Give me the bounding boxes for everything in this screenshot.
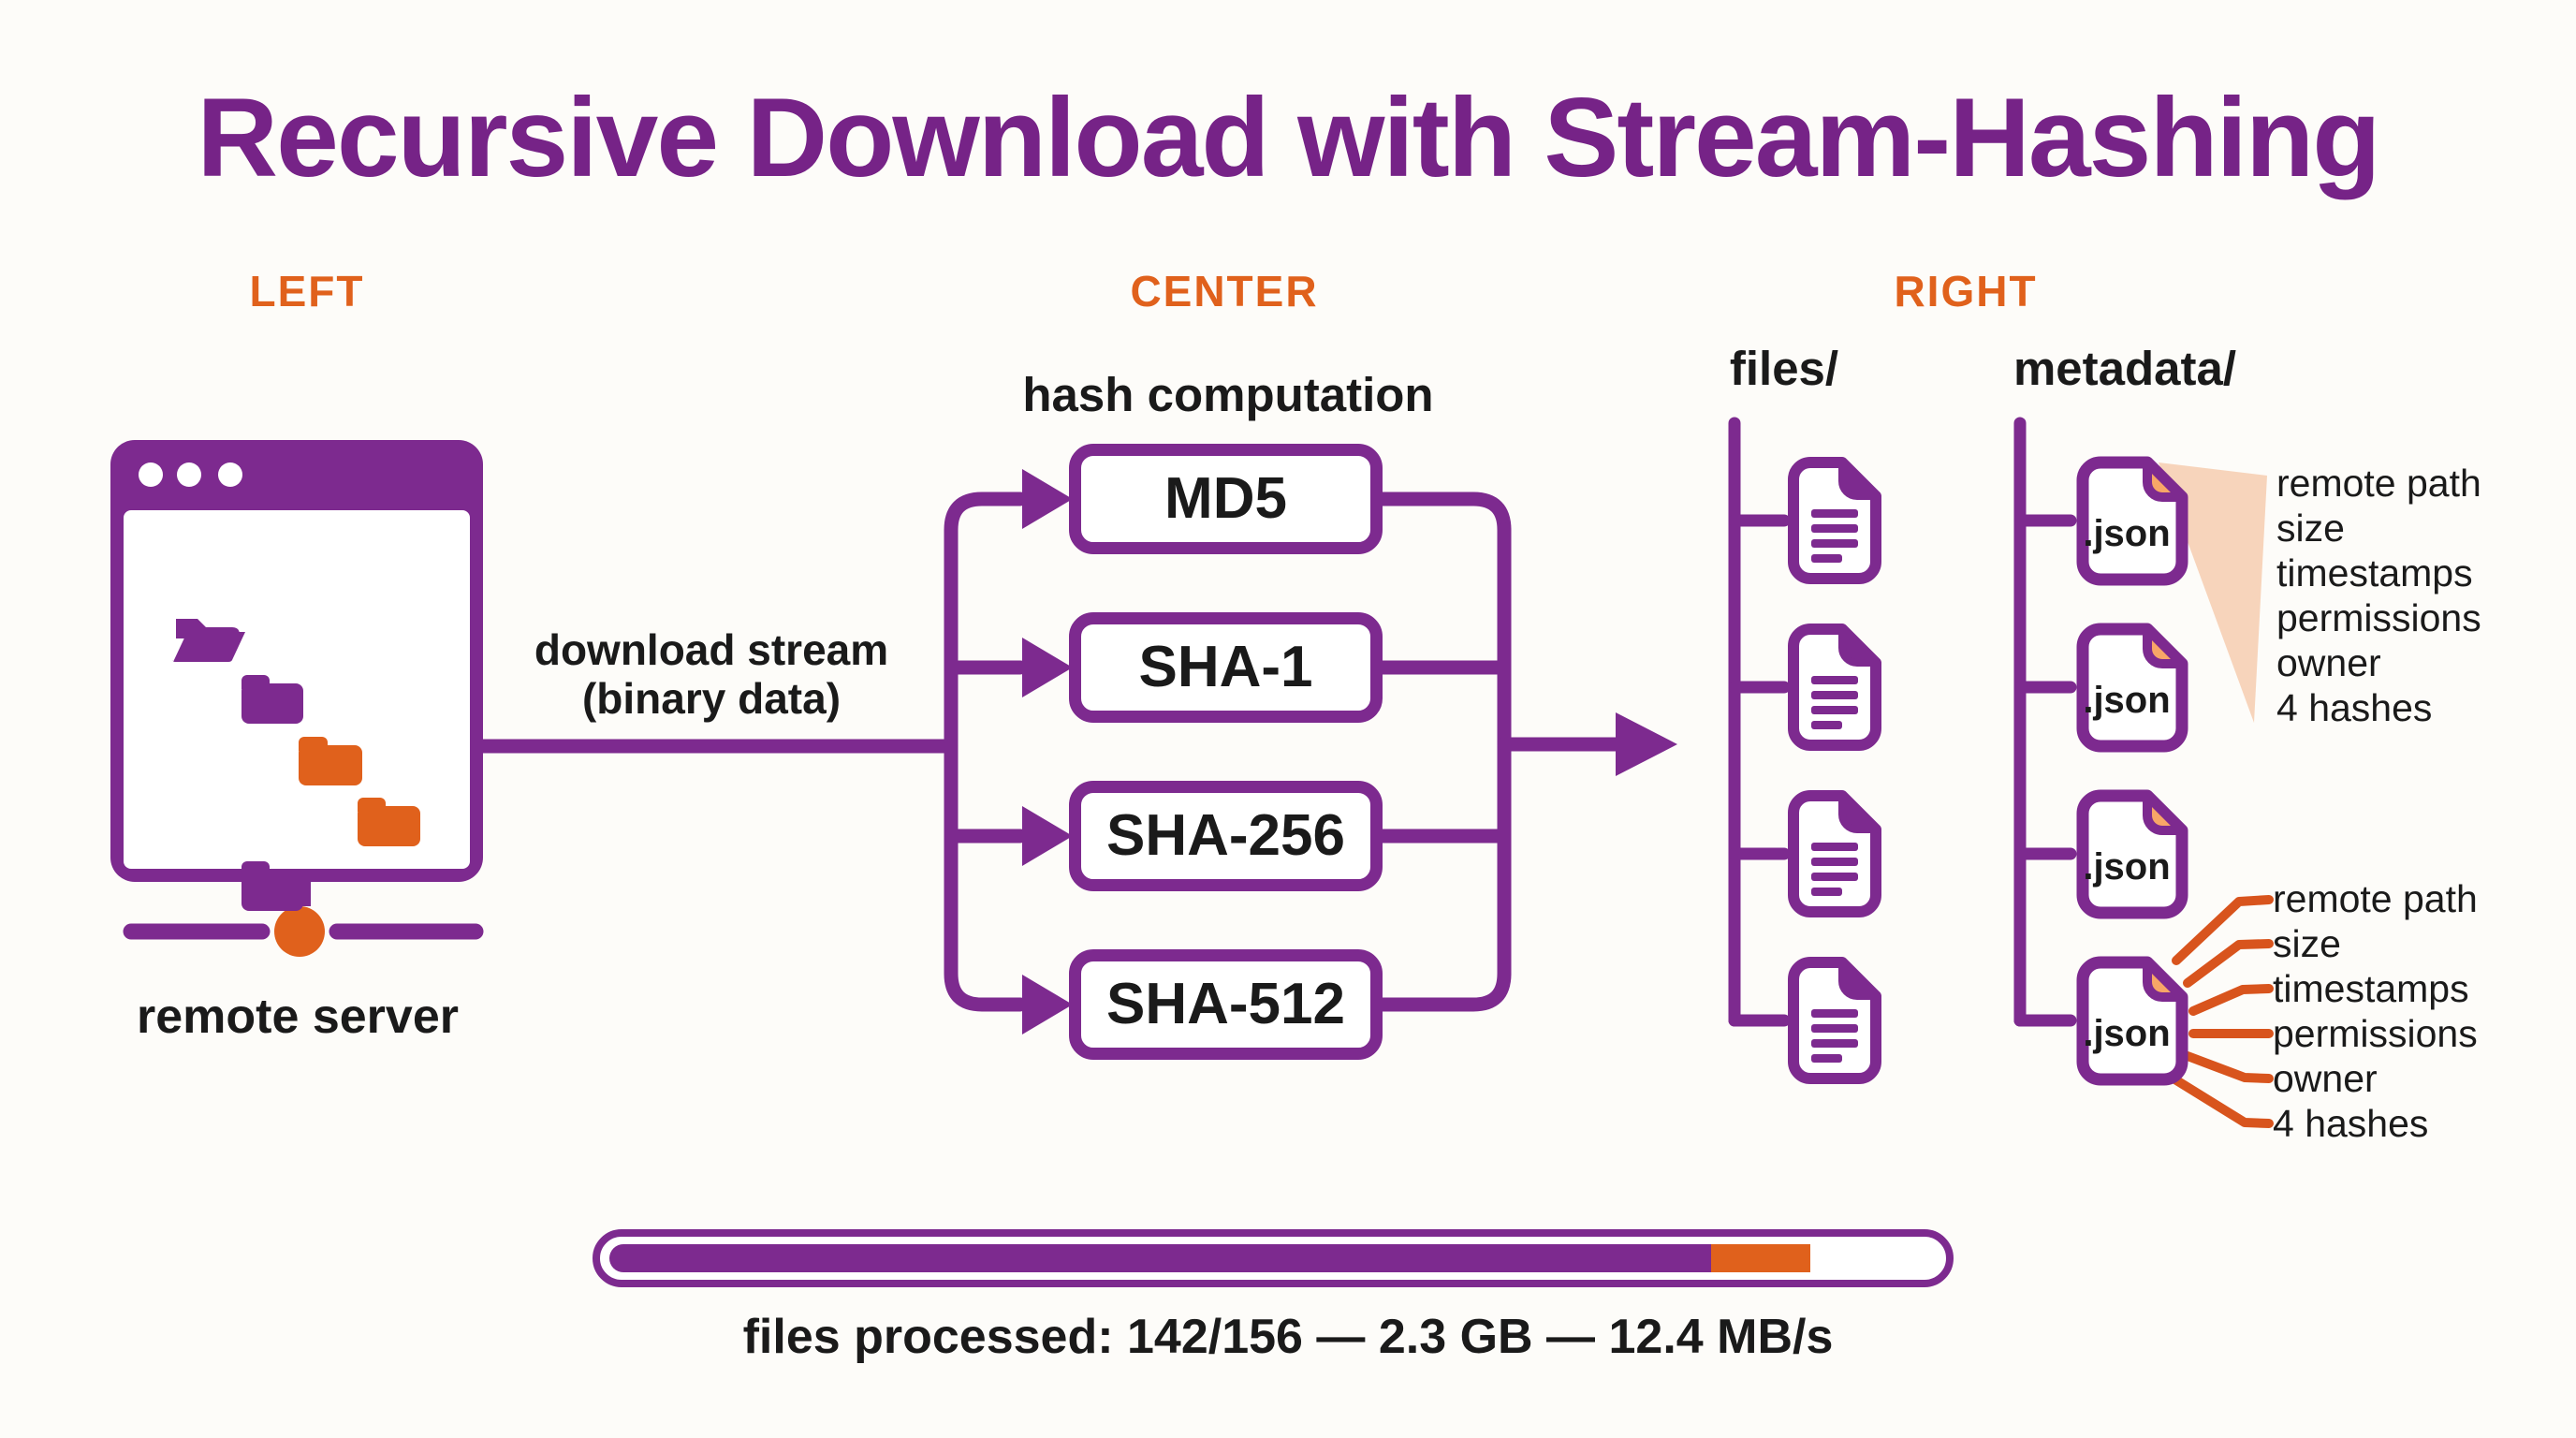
zone-label-left: LEFT [249,267,365,315]
json-file-icon: .json [2076,623,2188,753]
hash-box-sha512: SHA-512 [1069,949,1383,1060]
hash-box-sha1: SHA-1 [1069,612,1383,723]
stream-label-line2: (binary data) [581,674,842,723]
annotation-item: size [2276,506,2345,550]
window-dot-icon [177,462,201,487]
annotation-item: permissions [2273,1012,2478,1055]
hash-computation-heading: hash computation [1022,368,1434,421]
fan-line-timestamps [2188,984,2274,1016]
arrowhead-sha512 [1022,975,1073,1034]
folder-icon [299,737,362,785]
arrowhead-sha256 [1022,806,1073,866]
files-directory-heading: files/ [1729,342,1839,395]
fan-line-size [2183,939,2274,988]
arrowhead-sha1 [1022,638,1073,697]
json-file-icon: .json [2076,456,2188,586]
annotation-item: remote path [2276,462,2481,505]
stream-label: download stream (binary data) [524,625,899,723]
progress-fill-orange [1710,1244,1811,1272]
window-dot-icon [139,462,163,487]
metadata-directory-heading: metadata/ [2012,342,2237,395]
zone-label-center: CENTER [1130,267,1319,315]
fan-line-hashes [2169,1074,2274,1128]
arrowhead-md5 [1022,469,1073,529]
hash-box-sha256: SHA-256 [1069,781,1383,891]
zone-label-right: RIGHT [1894,267,2038,315]
document-icon [1788,624,1881,751]
annotation-item: 4 hashes [2276,686,2433,729]
annotation-item: owner [2276,641,2381,684]
annotation-item: owner [2273,1057,2378,1100]
folder-icon [358,798,420,846]
merge-md5 [1375,492,1512,738]
branch-up [944,492,1028,754]
annotation-item: timestamps [2276,551,2473,594]
fan-line-remote-path [2172,895,2274,965]
annotation-item: permissions [2276,596,2481,639]
remote-server-label: remote server [137,990,459,1044]
network-node-icon [274,906,325,957]
annotation-item: 4 hashes [2273,1102,2429,1145]
window-dot-icon [218,462,242,487]
document-icon [1788,790,1881,917]
remote-server-window [110,440,483,911]
stream-label-line1: download stream [534,625,889,674]
json-extension-label: .json [2083,680,2170,721]
document-icon [1788,457,1881,584]
branch-down [944,739,1028,1012]
folder-icon [242,675,303,724]
progress-fill-purple [609,1244,1711,1272]
fan-line-owner [2183,1051,2274,1083]
json-file-icon: .json [2076,789,2188,919]
annotation-item: size [2273,922,2341,965]
hash-box-md5: MD5 [1069,444,1383,554]
progress-bar [593,1229,1954,1287]
json-file-icon: .json [2076,956,2188,1086]
metadata-annotation-top: remote path size timestamps permissions … [2276,461,2576,730]
json-extension-label: .json [2083,513,2170,554]
arrowhead-output [1616,712,1677,776]
document-icon [1788,957,1881,1084]
annotation-item: remote path [2273,877,2478,920]
status-text: files processed: 142/156 — 2.3 GB — 12.4… [742,1310,1834,1364]
json-extension-label: .json [2083,1013,2170,1054]
metadata-annotation-bottom: remote path size timestamps permissions … [2273,876,2576,1146]
annotation-item: timestamps [2273,967,2469,1010]
window-content [124,510,470,911]
page-title: Recursive Download with Stream-Hashing [197,75,2380,200]
json-extension-label: .json [2083,846,2170,888]
folder-icon [242,861,303,911]
open-folder-icon [172,619,245,662]
merge-sha512 [1375,751,1512,1012]
